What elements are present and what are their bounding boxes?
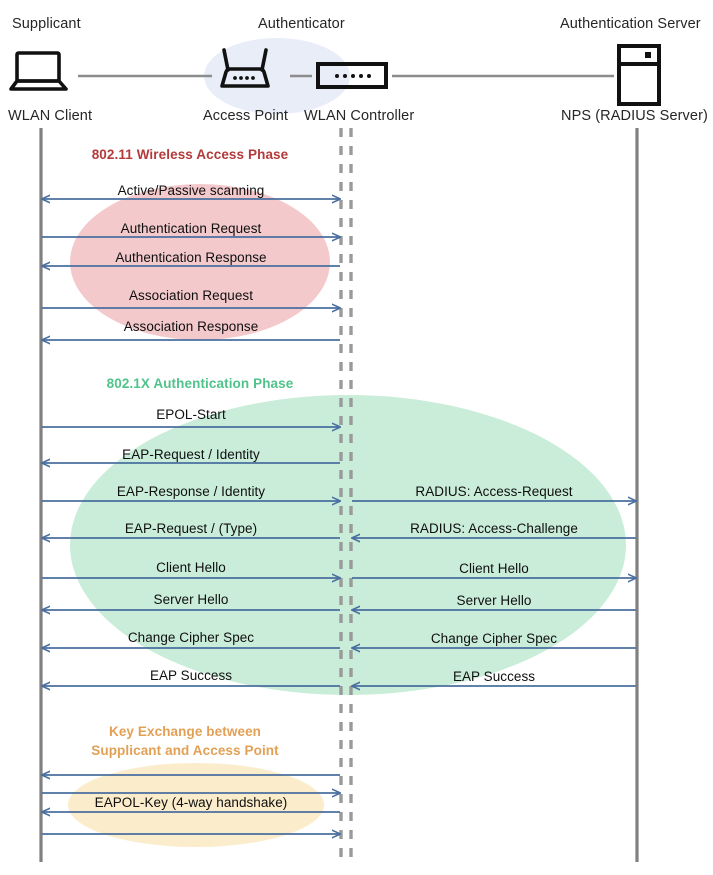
message-label-association-response: Association Response bbox=[123, 319, 259, 334]
role-title-authenticator: Authenticator bbox=[258, 16, 345, 32]
message-label-active-passive-scanning: Active/Passive scanning bbox=[117, 183, 265, 198]
server-icon bbox=[617, 44, 661, 106]
access-point-icon bbox=[220, 48, 270, 88]
phase-label-wireless-access-phase: 802.11 Wireless Access Phase bbox=[91, 147, 289, 162]
message-label-authentication-request: Authentication Request bbox=[120, 221, 262, 236]
phase-ellipses bbox=[68, 184, 626, 847]
wlan-controller-icon bbox=[316, 62, 388, 89]
message-label-authentication-response: Authentication Response bbox=[115, 250, 267, 265]
message-arrows-left bbox=[42, 199, 340, 834]
node-label-access-point: Access Point bbox=[203, 108, 289, 124]
phase-label-line2: Supplicant and Access Point bbox=[91, 743, 279, 759]
role-title-authentication-server: Authentication Server bbox=[560, 16, 701, 32]
message-label-client-hello-left: Client Hello bbox=[156, 560, 226, 575]
phase-label-line1: Key Exchange between bbox=[108, 724, 262, 739]
phase-ellipse-wireless-access-phase bbox=[70, 184, 330, 340]
message-label-client-hello-right: Client Hello bbox=[459, 561, 529, 576]
node-label-wlan-controller: WLAN Controller bbox=[304, 108, 415, 124]
node-label-nps-radius-server: NPS (RADIUS Server) bbox=[561, 108, 708, 124]
laptop-icon bbox=[9, 51, 68, 91]
message-label-association-request: Association Request bbox=[128, 288, 254, 303]
message-label-eapol-start: EPOL-Start bbox=[156, 407, 226, 422]
message-label-eap-request-identity: EAP-Request / Identity bbox=[122, 447, 260, 462]
message-label-eap-response-identity: EAP-Response / Identity bbox=[116, 484, 266, 499]
phase-ellipse-key-exchange-phase bbox=[68, 763, 324, 847]
phase-ellipse-dot1x-authentication-phase bbox=[70, 395, 626, 695]
node-label-wlan-client: WLAN Client bbox=[8, 108, 93, 124]
role-title-supplicant: Supplicant bbox=[12, 16, 81, 32]
message-label-server-hello-right: Server Hello bbox=[456, 593, 532, 608]
message-arrows-right bbox=[352, 501, 636, 686]
message-label-eapol-key-3: EAPOL-Key (4-way handshake) bbox=[94, 795, 288, 810]
message-label-radius-access-challenge: RADIUS: Access-Challenge bbox=[410, 521, 578, 536]
message-label-change-cipher-spec-left: Change Cipher Spec bbox=[127, 630, 255, 645]
message-label-eap-success-left: EAP Success bbox=[149, 668, 233, 683]
authenticator-highlight-ellipse bbox=[204, 38, 350, 114]
phase-label-dot1x-authentication-phase: 802.1X Authentication Phase bbox=[106, 376, 294, 391]
message-label-eap-success-right: EAP Success bbox=[452, 669, 536, 684]
message-label-server-hello-left: Server Hello bbox=[153, 592, 229, 607]
message-label-eap-request-type: EAP-Request / (Type) bbox=[124, 521, 258, 536]
message-label-radius-access-request: RADIUS: Access-Request bbox=[415, 484, 573, 499]
message-label-change-cipher-spec-right: Change Cipher Spec bbox=[430, 631, 558, 646]
